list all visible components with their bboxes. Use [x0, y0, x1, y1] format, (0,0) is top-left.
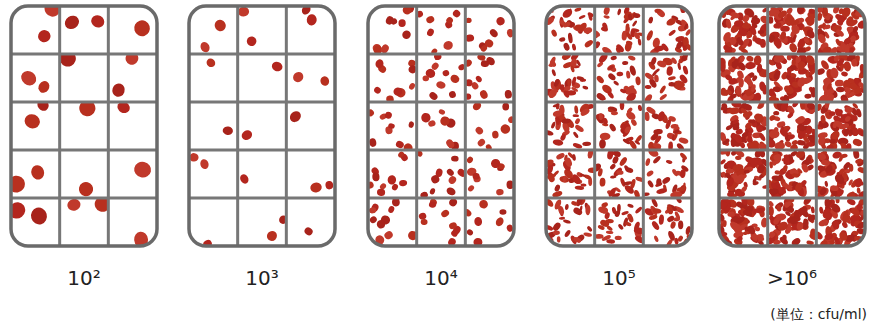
colony-illustration: [543, 3, 695, 249]
dip-slide-panel: 10⁵: [543, 3, 695, 303]
dip-slide-panel: >10⁶: [716, 3, 868, 303]
unit-note: (単位：cfu/ml): [770, 306, 867, 324]
colony-illustration: [8, 3, 160, 249]
dip-slide-panel: 10³: [186, 3, 338, 303]
colony-illustration: [186, 3, 338, 249]
concentration-label: >10⁶: [716, 266, 868, 290]
dip-slide-panel: 10²: [8, 3, 160, 303]
concentration-label: 10³: [186, 266, 338, 290]
concentration-label: 10²: [8, 266, 160, 290]
colony-illustration: [716, 3, 868, 249]
concentration-label: 10⁵: [543, 266, 695, 290]
dip-slide-panel: 10⁴: [365, 3, 517, 303]
colony-illustration: [365, 3, 517, 249]
concentration-label: 10⁴: [365, 266, 517, 290]
